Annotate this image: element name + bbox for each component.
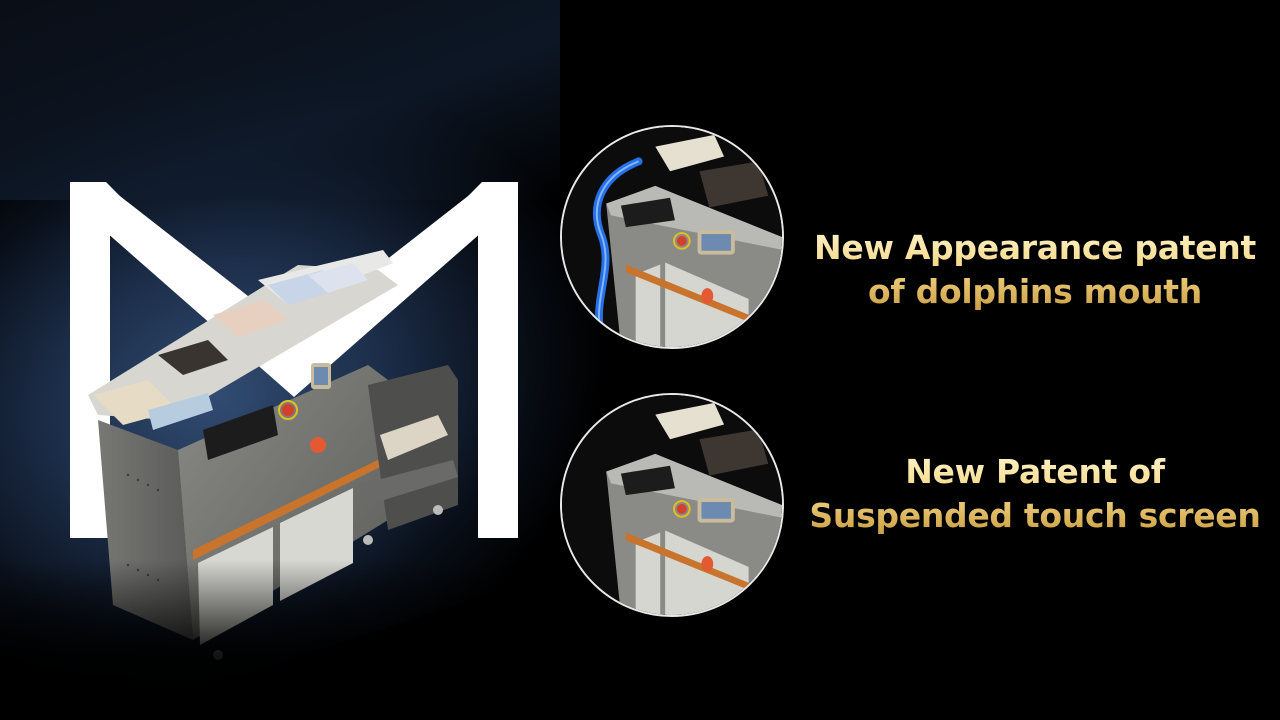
floor-reflection	[0, 560, 620, 720]
caption-line: New Patent of	[905, 452, 1165, 491]
dolphin-mouth-closeup	[560, 125, 784, 349]
caption-line: Suspended touch screen	[809, 496, 1261, 535]
touch-screen-closeup	[560, 393, 784, 617]
spotlight-shade	[0, 0, 560, 200]
feature-caption-touch-screen: New Patent of Suspended touch screen	[800, 450, 1270, 538]
feature-caption-dolphin-mouth: New Appearance patent of dolphins mouth	[800, 226, 1270, 314]
dolphin-mouth-closeup-image	[562, 127, 782, 347]
touch-screen-closeup-image	[562, 395, 782, 615]
caption-line: New Appearance patent	[814, 228, 1256, 267]
caption-line: of dolphins mouth	[868, 272, 1202, 311]
